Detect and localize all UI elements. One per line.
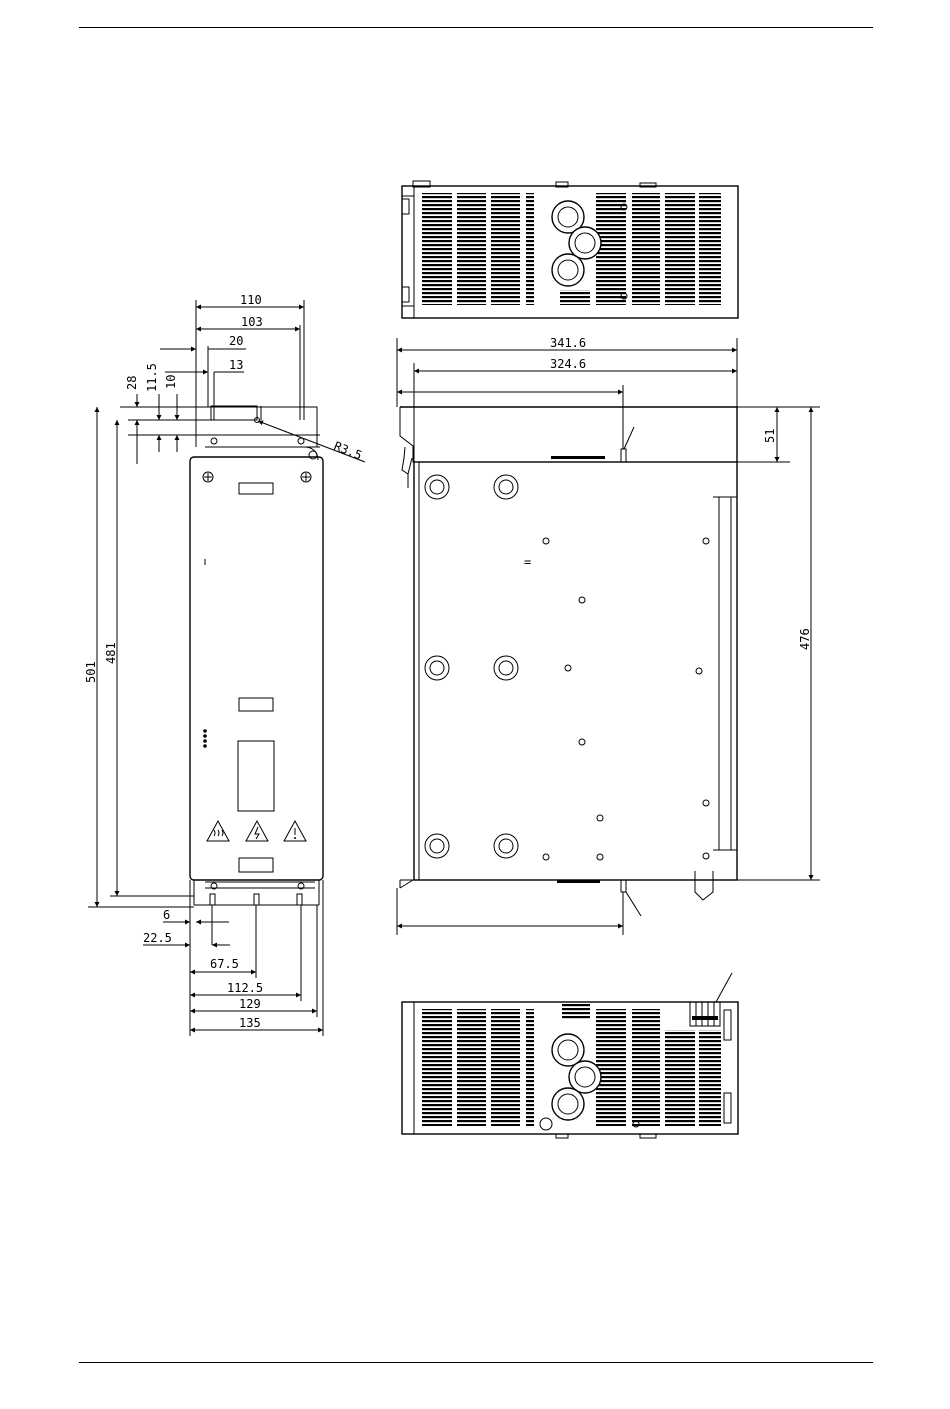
hex-nuts	[543, 538, 709, 860]
top-view	[402, 181, 738, 318]
dim-110: 110	[240, 293, 262, 307]
dim-341-6: 341.6	[550, 336, 586, 350]
cable-gland-icon	[552, 1034, 584, 1066]
dim-67-5: 67.5	[210, 957, 239, 971]
caution-warning-icon	[284, 821, 306, 841]
front-top-vertical-dimensions: 28 11.5 10	[120, 363, 211, 464]
front-width-dimensions: 110 103 20 13	[160, 293, 304, 420]
cable-gland-icon	[552, 1088, 584, 1120]
led-indicator-icon	[203, 729, 207, 748]
fixing-bolts	[425, 475, 518, 858]
dim-10: 10	[164, 375, 178, 389]
dim-476: 476	[798, 628, 812, 650]
dim-112-5: 112.5	[227, 981, 263, 995]
side-housing	[414, 462, 737, 880]
cable-gland-icon	[569, 227, 601, 259]
front-view: 110 103 20 13 28 11.5 10 R3.5	[84, 293, 365, 1036]
dim-129: 129	[239, 997, 261, 1011]
front-display-window	[238, 741, 274, 811]
front-bottom-dimensions: 6 22.5 67.5 112.5 129 135	[143, 880, 323, 1036]
cable-gland-icon	[552, 254, 584, 286]
dim-r3-5: R3.5	[332, 439, 364, 463]
side-view: = 341.6 324.6 51 476	[397, 336, 820, 935]
dim-20: 20	[229, 334, 243, 348]
side-depth-dimensions: 341.6 324.6	[397, 336, 737, 462]
electric-shock-warning-icon	[246, 821, 268, 841]
dim-28: 28	[125, 376, 139, 390]
dim-501: 501	[84, 661, 98, 683]
dim-324-6: 324.6	[550, 357, 586, 371]
front-housing	[190, 457, 323, 880]
side-vertical-dimensions: 51 476	[737, 407, 820, 880]
front-height-dimensions: 501 481	[84, 407, 194, 907]
hot-surface-warning-icon	[207, 821, 229, 841]
dim-22-5: 22.5	[143, 931, 172, 945]
bottom-view	[402, 973, 738, 1138]
dim-6: 6	[163, 908, 170, 922]
dim-481: 481	[104, 642, 118, 664]
front-label-bottom	[239, 858, 273, 872]
dim-13: 13	[229, 358, 243, 372]
dim-11-5: 11.5	[145, 363, 159, 392]
terminal-block-icon	[690, 1002, 720, 1026]
front-bottom-flange	[194, 880, 319, 905]
dim-103: 103	[241, 315, 263, 329]
handle-slot-mark: =	[524, 555, 531, 569]
front-label-top	[239, 483, 273, 494]
side-bottom-dimension	[397, 888, 623, 935]
front-label-middle	[239, 698, 273, 711]
dim-51: 51	[763, 429, 777, 443]
dim-135: 135	[239, 1016, 261, 1030]
front-top-flange	[196, 406, 320, 460]
cable-gland-icon	[569, 1061, 601, 1093]
